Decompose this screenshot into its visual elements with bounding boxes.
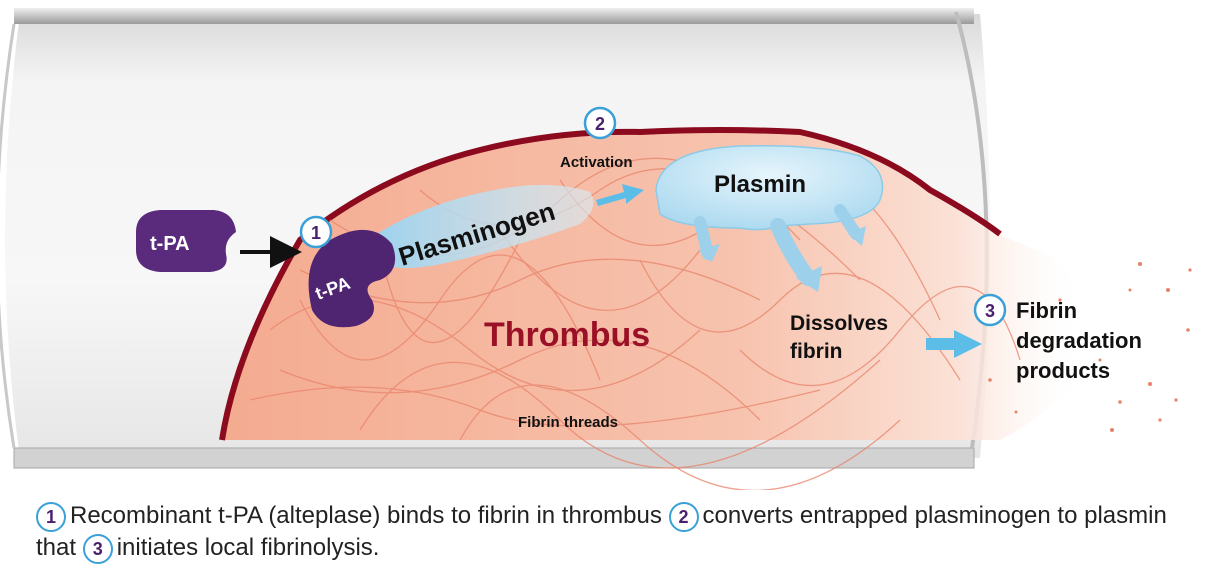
step-badge-3-number: 3 bbox=[985, 301, 995, 321]
plasmin-label: Plasmin bbox=[714, 171, 806, 198]
thrombus-label: Thrombus bbox=[484, 316, 650, 354]
thrombolysis-diagram: Plasminogen t-PA t-PA Plasmin Activation… bbox=[0, 0, 1206, 490]
dissolves-line-1: Dissolves bbox=[790, 312, 888, 335]
dissolves-line-2: fibrin bbox=[790, 340, 843, 363]
tpa-free-label: t-PA bbox=[150, 233, 190, 255]
caption-badge-1: 1 bbox=[36, 502, 66, 532]
caption-badge-2: 2 bbox=[669, 502, 699, 532]
degradation-label: Fibrin degradation products bbox=[1016, 298, 1148, 383]
caption-part-3: initiates local fibrinolysis. bbox=[117, 534, 380, 561]
caption-badge-3: 3 bbox=[83, 534, 113, 564]
step-badge-2-number: 2 bbox=[595, 114, 605, 134]
activation-label: Activation bbox=[560, 154, 633, 171]
fibrin-threads-label: Fibrin threads bbox=[518, 414, 618, 431]
step-badge-1: 1 bbox=[301, 217, 331, 247]
degradation-line-1: Fibrin bbox=[1016, 298, 1077, 323]
degradation-line-2: degradation bbox=[1016, 328, 1142, 353]
step-badge-3: 3 bbox=[975, 295, 1005, 325]
tpa-free: t-PA bbox=[136, 210, 236, 272]
degradation-line-3: products bbox=[1016, 358, 1110, 383]
step-badge-1-number: 1 bbox=[311, 223, 321, 243]
step-badge-2: 2 bbox=[585, 108, 615, 138]
caption-part-1: Recombinant t-PA (alteplase) binds to fi… bbox=[70, 502, 662, 529]
